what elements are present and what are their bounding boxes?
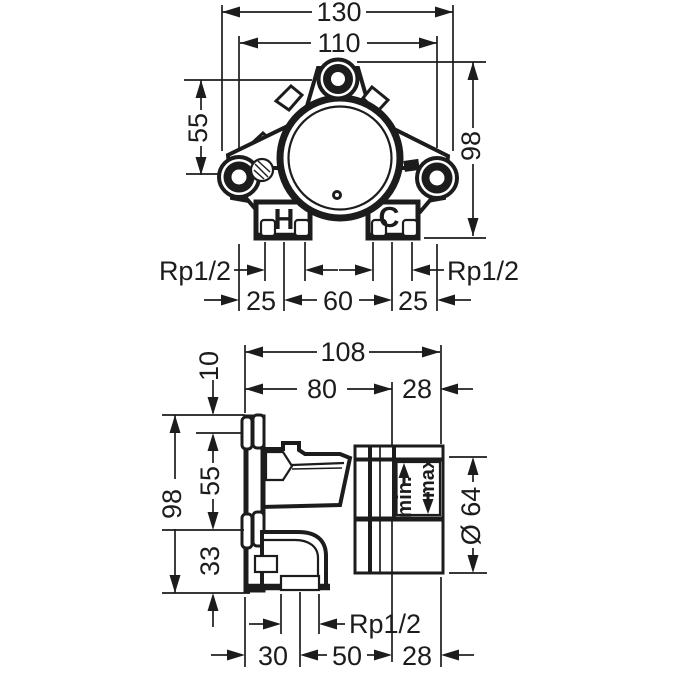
inlet-cone [264,450,294,482]
dim-depth-rear: 28 [402,374,432,404]
dim-height-lower: 33 [195,546,225,576]
dim-clip-spacing: 55 [195,466,225,496]
right-leg-notch-1 [370,218,388,238]
front-view: H C 130 110 55 98 [159,0,519,316]
cold-label: C [379,202,400,234]
upper-clip-a [240,415,254,451]
square-lug [403,158,420,172]
dim-depth-total: 108 [320,337,365,367]
min-depth-label: min. [394,476,416,517]
dim-bottom-center: 50 [332,641,362,671]
dim-spacing-right: 25 [398,286,428,316]
inner-body-circle [287,105,393,211]
right-ear-hole [429,170,445,186]
max-depth-label: max [417,458,439,498]
dim-spacing-left: 25 [246,286,276,316]
elbow-step [253,554,279,574]
top-ear-hole [331,72,345,86]
dim-width-outer: 130 [316,0,361,27]
tab-upper-left [273,83,305,112]
dim-clip-top-offset: 10 [194,351,224,381]
dim-height-total-side: 98 [157,489,187,519]
knurled-boss [249,157,275,183]
hot-label: H [274,204,295,236]
dim-diameter: Ø 64 [456,487,486,546]
front-view-body: H C [217,57,459,241]
dim-height-total-front: 98 [456,131,486,161]
right-leg-notch-2 [401,218,419,238]
dim-height-upper: 55 [183,113,213,143]
dim-bottom-left: 30 [258,641,288,671]
side-view: min. max 108 80 28 [157,337,487,671]
dim-width-inner: 110 [317,28,360,58]
front-view-dimensions: 130 110 55 98 Rp1/2 Rp1 [159,0,519,316]
minmax-box [395,460,442,517]
bottom-socket [279,574,321,592]
thread-left-label: Rp1/2 [159,256,231,286]
lower-clip-a [240,512,254,550]
side-view-dimensions: 108 80 28 10 98 55 33 [157,337,487,671]
dim-depth-front: 80 [307,374,337,404]
left-leg-notch-1 [259,218,277,238]
dim-spacing-center: 60 [323,286,353,316]
max-arrow-icon [422,499,434,514]
side-view-body: min. max [240,413,445,593]
main-body-circle [276,94,404,222]
thread-bottom-label: Rp1/2 [349,609,421,639]
dim-bottom-right: 28 [402,641,432,671]
min-arrow-icon [398,463,410,478]
thread-right-label: Rp1/2 [447,256,519,286]
left-ear-hole [231,169,247,185]
left-leg-notch-2 [293,218,311,238]
upper-clip-b [251,413,266,450]
